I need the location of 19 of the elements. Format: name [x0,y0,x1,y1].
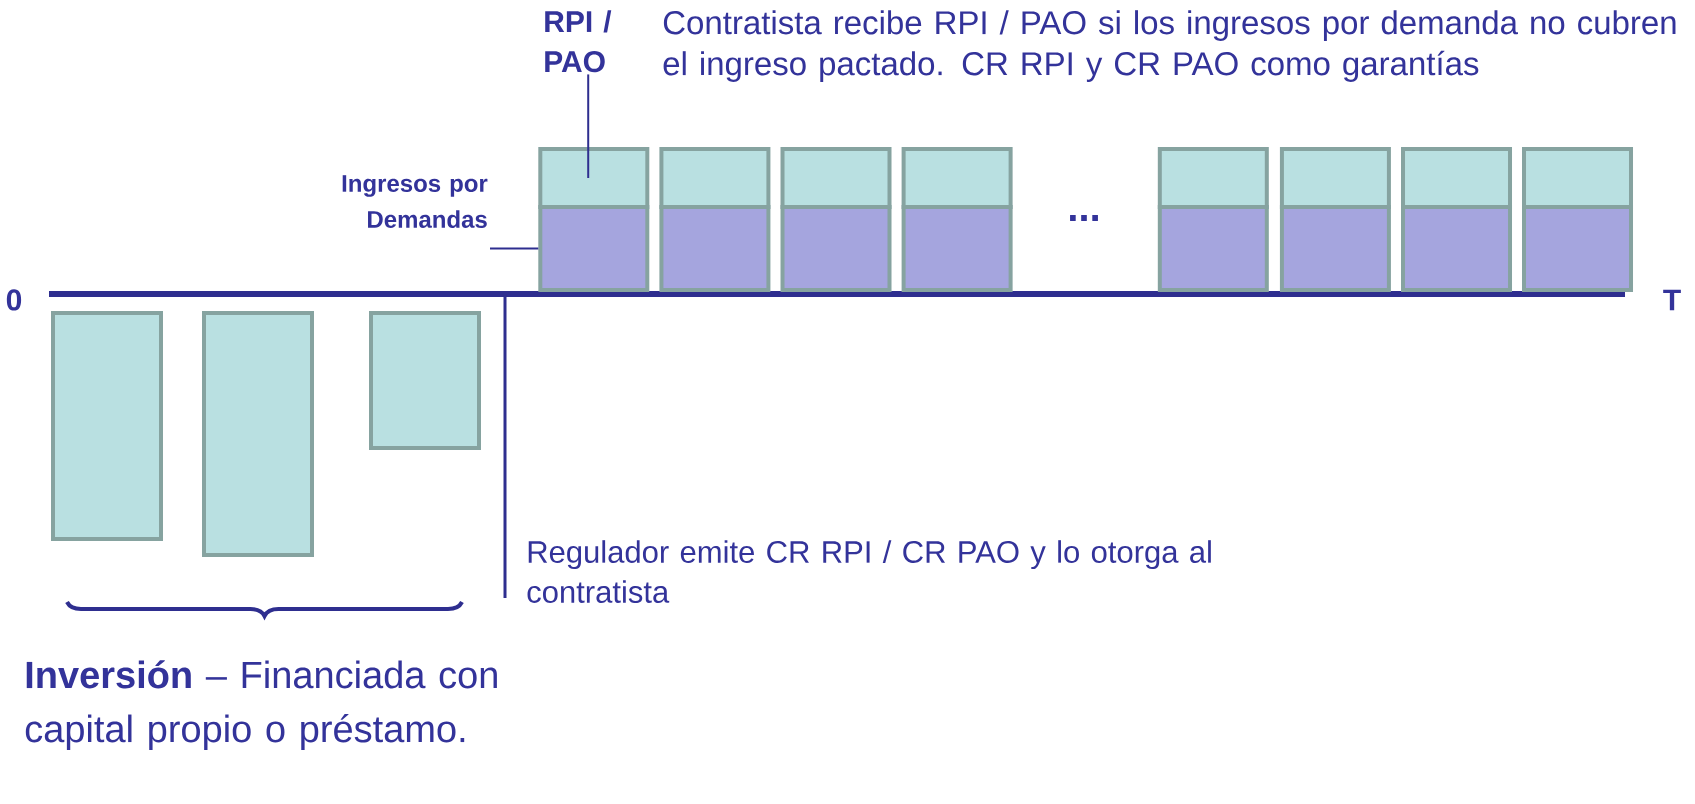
axis-label: T [1663,289,1681,311]
note-text: Inversión – Financiada con capital propio o préstamo. [25,660,497,750]
leader-line [489,247,540,250]
revenue-block [1157,205,1269,292]
callout-label: RPI / PAO [545,10,612,73]
revenue-block [1279,205,1391,292]
ellipsis: ... [1070,215,1098,221]
investment-block [51,311,163,541]
axis-label: 0 [6,289,22,311]
leader-line [587,73,590,179]
callout-label: Ingresos por Demandas [342,175,488,228]
note-text: Regulador emite CR RPI / CR PAO y lo otorga al contratista [527,540,1211,603]
revenue-block [780,205,892,292]
revenue-block [659,205,771,292]
investment-block [369,311,481,450]
revenue-block [538,205,650,292]
investment-block [202,311,314,557]
revenue-block [901,205,1013,292]
note-text: Contratista recibe RPI / PAO si los ingresos por demanda no cubren el ingreso pactado. CR RPI y CR PAO como garantías [663,10,1676,82]
